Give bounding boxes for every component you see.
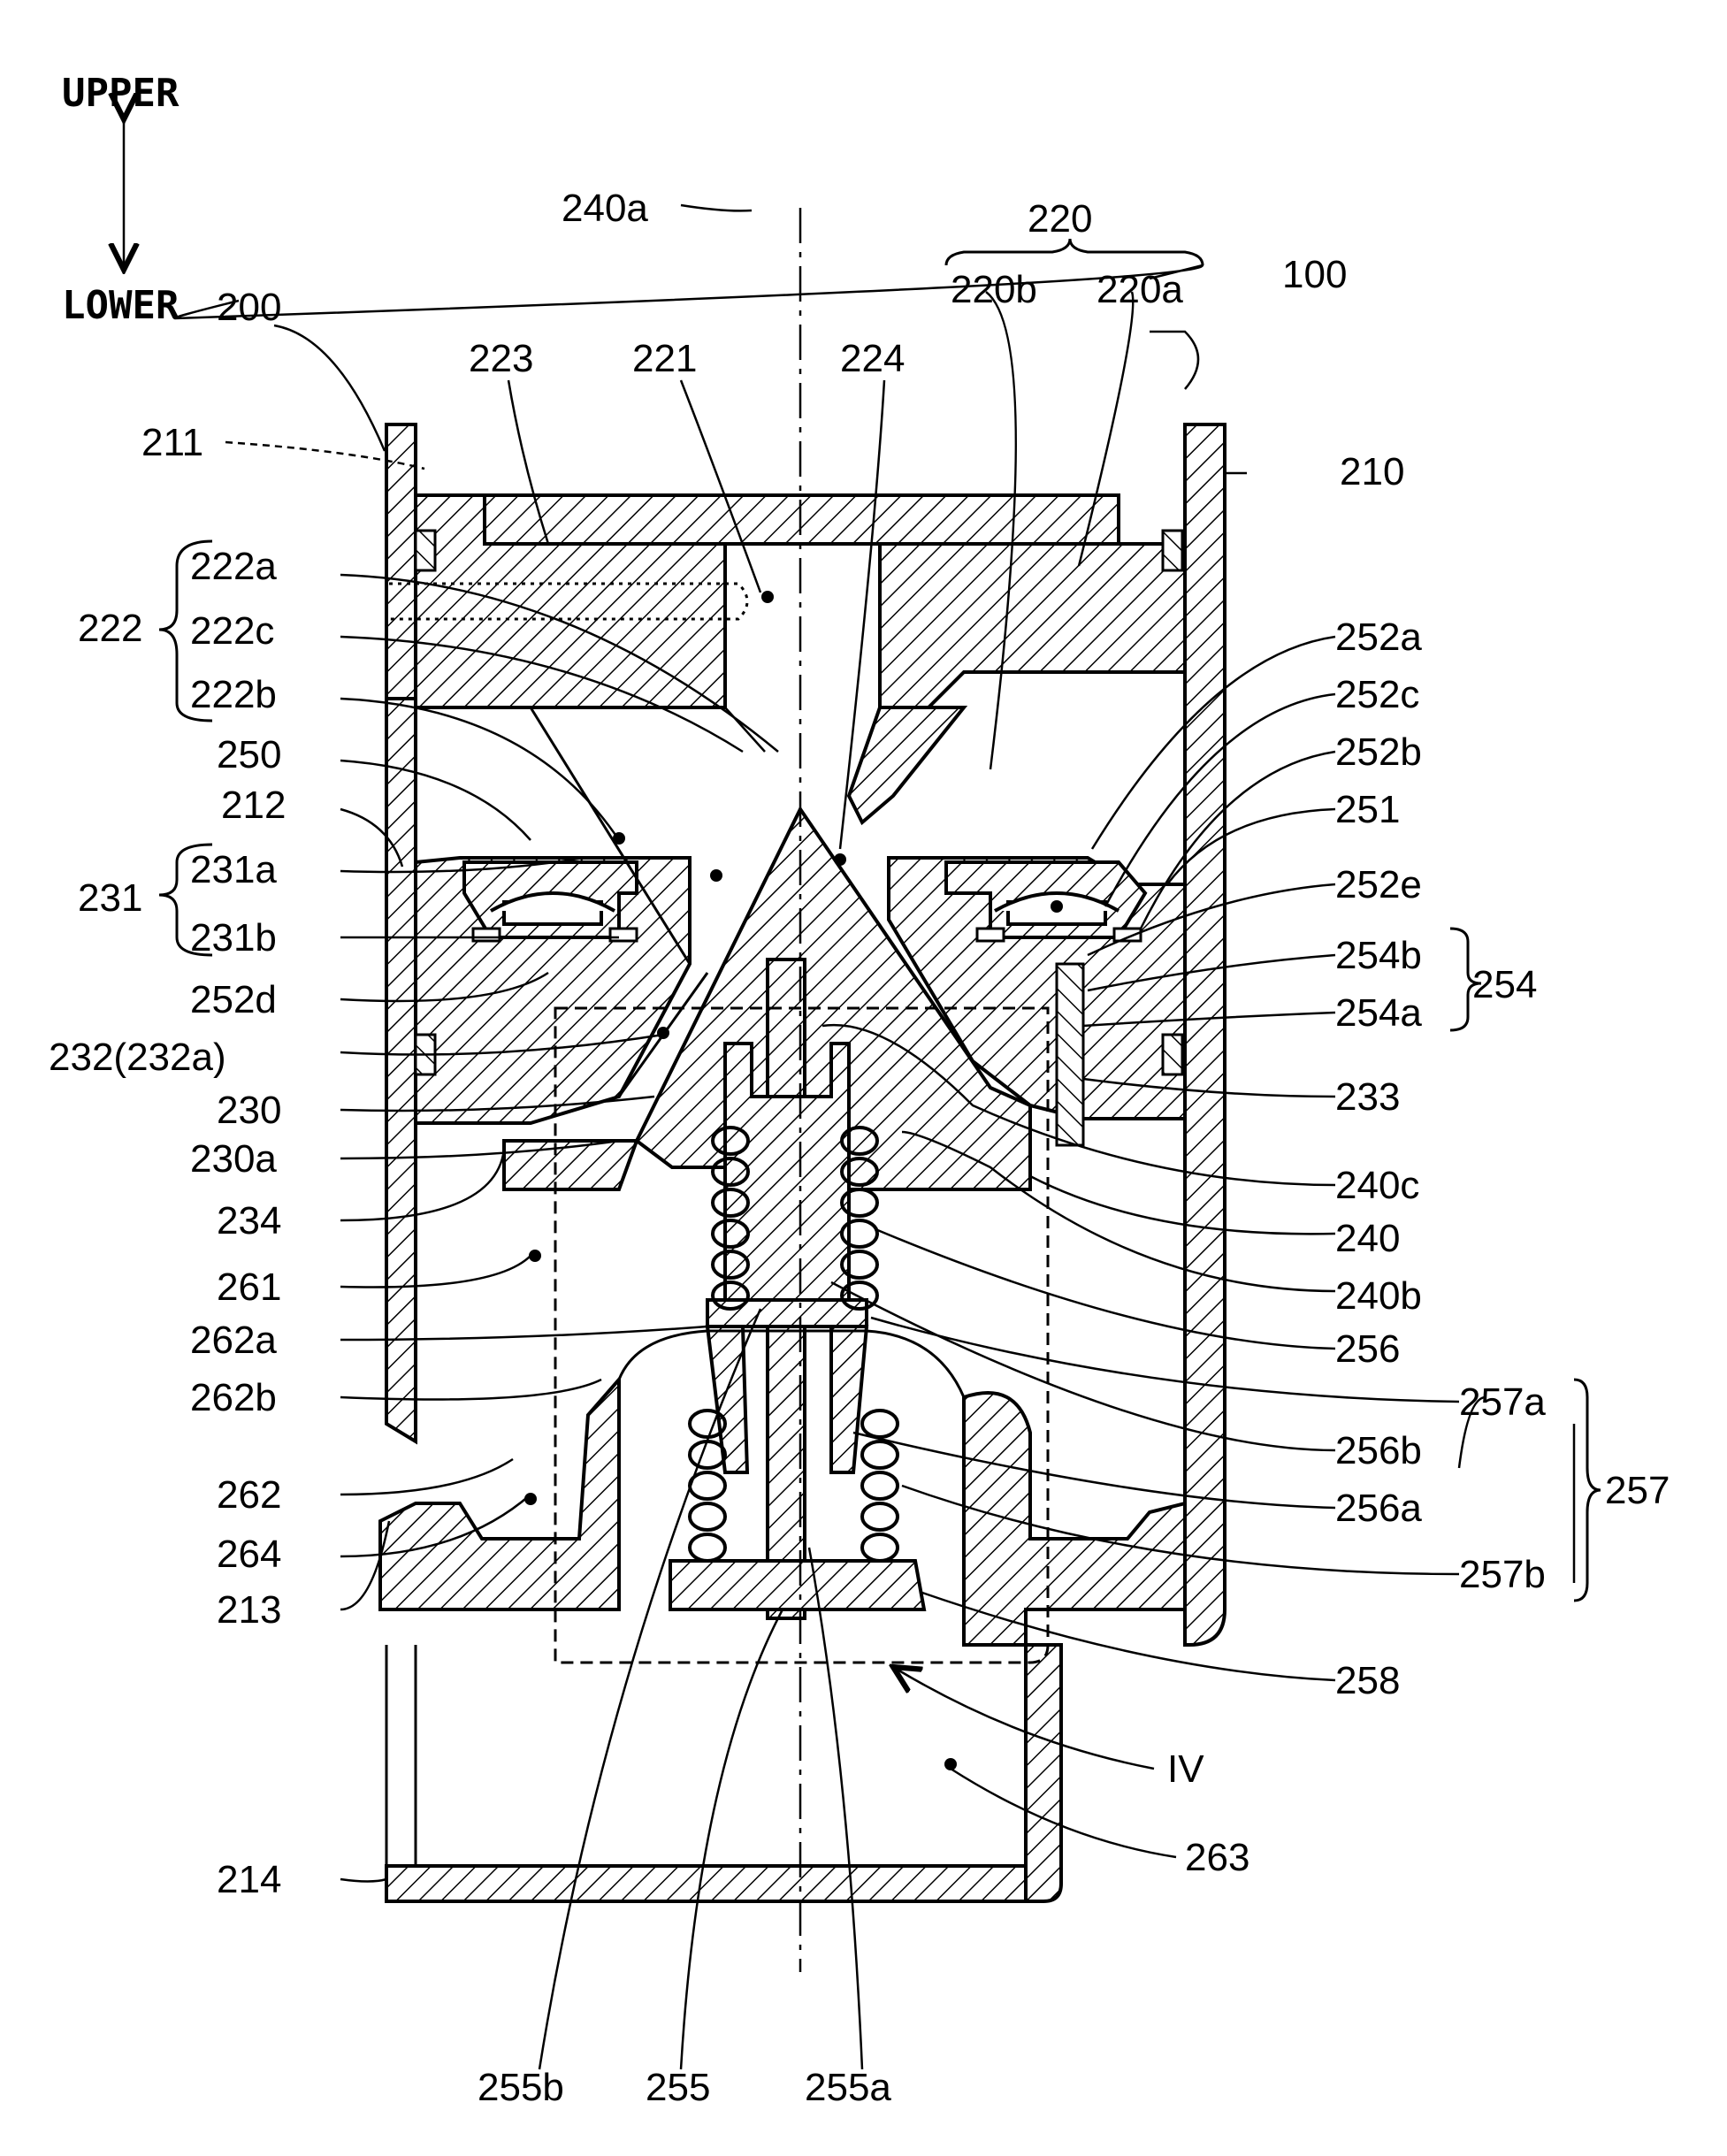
label-210: 210 <box>1340 450 1404 493</box>
label-222: 222 <box>78 607 142 650</box>
stator-core-220 <box>389 495 1185 822</box>
label-252a: 252a <box>1335 615 1422 659</box>
label-263: 263 <box>1185 1836 1249 1879</box>
label-212: 212 <box>221 784 286 827</box>
label-IV: IV <box>1167 1747 1204 1791</box>
label-261: 261 <box>217 1265 281 1309</box>
label-100: 100 <box>1282 253 1347 296</box>
check-valve-252-left <box>464 862 637 941</box>
label-254: 254 <box>1472 963 1537 1006</box>
label-224: 224 <box>840 337 905 380</box>
label-220: 220 <box>1028 197 1092 241</box>
label-211: 211 <box>141 421 203 464</box>
label-256b: 256b <box>1335 1429 1422 1472</box>
label-251: 251 <box>1335 788 1400 831</box>
label-220b: 220b <box>951 268 1037 311</box>
label-252d: 252d <box>190 978 277 1021</box>
label-257a: 257a <box>1459 1380 1546 1424</box>
label-230: 230 <box>217 1089 281 1132</box>
label-264: 264 <box>217 1533 281 1576</box>
direction-lower-label: LOWER <box>62 283 180 328</box>
label-200: 200 <box>217 286 281 329</box>
label-240b: 240b <box>1335 1274 1422 1318</box>
label-258: 258 <box>1335 1659 1400 1702</box>
label-213: 213 <box>217 1588 281 1632</box>
label-231: 231 <box>78 876 142 920</box>
label-250: 250 <box>217 733 281 776</box>
label-254a: 254a <box>1335 991 1422 1035</box>
label-255a: 255a <box>805 2066 891 2109</box>
label-222a: 222a <box>190 545 277 588</box>
label-240: 240 <box>1335 1217 1400 1260</box>
label-231a: 231a <box>190 848 277 891</box>
label-262b: 262b <box>190 1376 277 1419</box>
label-234: 234 <box>217 1199 281 1242</box>
label-231b: 231b <box>190 916 277 959</box>
label-252b: 252b <box>1335 730 1422 774</box>
label-257b: 257b <box>1459 1553 1546 1596</box>
label-240c: 240c <box>1335 1164 1419 1207</box>
label-252c: 252c <box>1335 673 1419 716</box>
label-221: 221 <box>632 337 697 380</box>
label-252e: 252e <box>1335 863 1422 906</box>
label-262: 262 <box>217 1473 281 1517</box>
label-254b: 254b <box>1335 934 1422 977</box>
label-230a: 230a <box>190 1137 277 1181</box>
label-262a: 262a <box>190 1319 277 1362</box>
label-256: 256 <box>1335 1327 1400 1371</box>
label-233: 233 <box>1335 1075 1400 1119</box>
label-256a: 256a <box>1335 1487 1422 1530</box>
label-223: 223 <box>469 337 533 380</box>
label-232: 232(232a) <box>49 1036 226 1079</box>
bracket-257 <box>1574 1380 1601 1601</box>
label-255: 255 <box>646 2066 710 2109</box>
label-222b: 222b <box>190 673 277 716</box>
label-240a: 240a <box>562 187 648 230</box>
bracket-220 <box>946 239 1203 265</box>
label-214: 214 <box>217 1858 281 1901</box>
label-222c: 222c <box>190 609 274 653</box>
direction-upper-label: UPPER <box>62 71 180 116</box>
label-257: 257 <box>1605 1469 1670 1512</box>
label-220a: 220a <box>1097 268 1183 311</box>
label-255b: 255b <box>478 2066 564 2109</box>
